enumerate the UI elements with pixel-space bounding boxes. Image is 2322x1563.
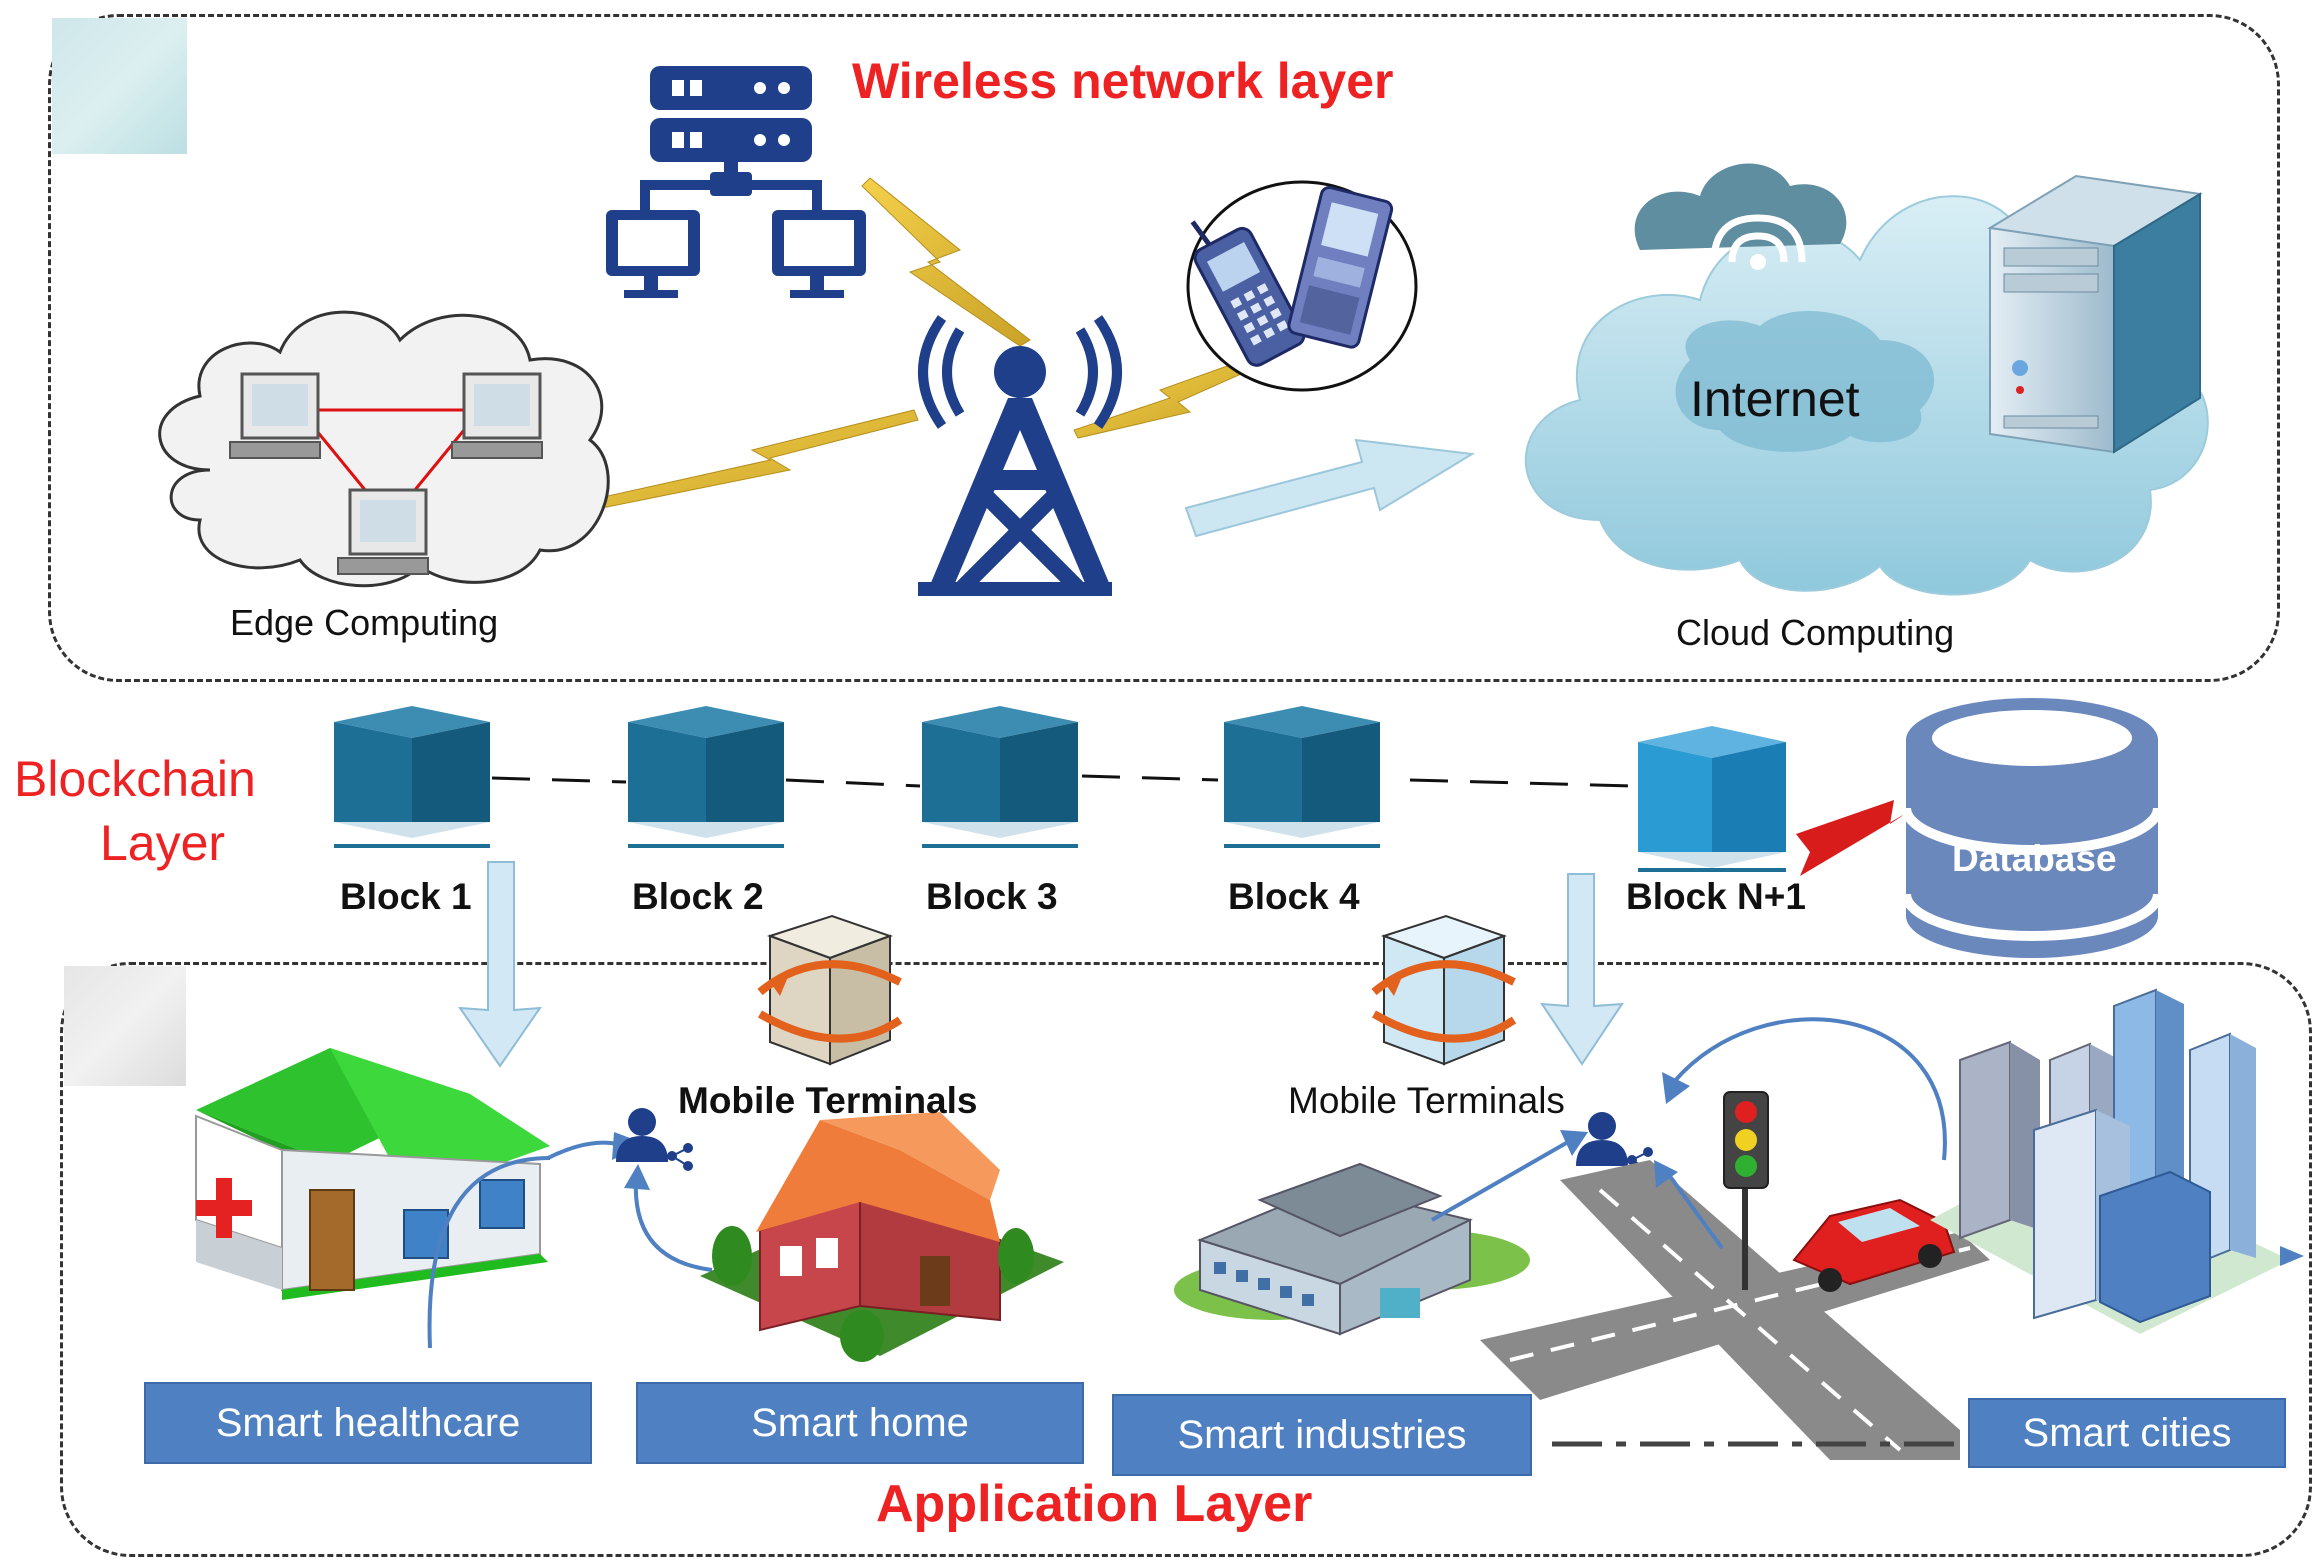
block-cube-1 [334,706,490,848]
application-region [60,962,2312,1557]
road-intersection [1480,1160,1990,1460]
block-label-4: Block 4 [1228,876,1360,917]
blockchain-links [491,774,1633,788]
house-icon [700,1112,1064,1362]
block-label-2: Block 2 [632,876,764,917]
smart-industries-caption: Smart industries [1112,1394,1532,1476]
city-skyline-icon [1930,988,2290,1334]
edge-computer-1 [229,372,321,459]
down-arrow-right [1540,873,1624,1066]
block-cube-3 [922,706,1078,848]
block-label-n-plus-1: Block N+1 [1626,876,1806,917]
mobile-terminal-cube-right [1371,914,1517,1066]
mobile-devices-icon [1186,180,1418,392]
block-label-1: Block 1 [340,876,472,917]
smart-home-caption: Smart home [636,1382,1084,1464]
edge-computer-2 [451,372,543,459]
user-share-icon-left [616,1108,693,1171]
cell-tower-icon [918,315,1122,596]
wireless-layer-title: Wireless network layer [852,53,1394,109]
arrow-traffic-to-terminal [1662,1166,1724,1250]
block-cube-n-plus-1 [1638,726,1786,872]
texture-patch-bottom [64,966,186,1086]
database-icon [1901,698,2163,958]
arrow-cities-to-terminal [1672,1017,1947,1161]
flow-arrow-to-cloud [1184,438,1475,538]
texture-patch-top [52,18,187,154]
mobile-terminals-label-left: Mobile Terminals [678,1080,978,1121]
right-edge-arrow [2280,1246,2304,1266]
mobile-terminal-cube-left [757,914,903,1066]
edge-computing-cloud [158,310,610,588]
arrow-industries-to-terminal [1431,1140,1569,1222]
cloud-server-icon [1987,174,2203,454]
arrow-home-to-terminal [633,1179,713,1272]
factory-icon [1174,1162,1530,1336]
block-cube-2 [628,706,784,848]
application-layer-title: Application Layer [876,1475,1313,1533]
internet-label: Internet [1690,371,1860,427]
arrow-healthcare-to-terminal [427,1156,551,1349]
car-icon [1792,1198,1956,1292]
blockchain-layer-title-line1: Blockchain [14,751,256,807]
edge-computing-label: Edge Computing [230,602,499,643]
smart-healthcare-caption: Smart healthcare [144,1382,592,1464]
traffic-light-icon [1723,1091,1769,1290]
down-arrow-left [457,861,543,1068]
wireless-network-region [48,14,2280,682]
database-label: Database [1952,838,2117,879]
edge-computer-3 [337,488,429,575]
hospital-icon [195,1048,550,1300]
blockchain-layer-title-line2: Layer [100,815,226,871]
mobile-terminals-label-right: Mobile Terminals [1288,1080,1565,1121]
database-link-bolt [1796,800,1908,876]
network-server-icon [606,66,866,298]
smart-cities-caption: Smart cities [1968,1398,2286,1468]
block-cube-4 [1224,706,1380,848]
cloud-computing-label: Cloud Computing [1676,612,1955,653]
block-label-3: Block 3 [926,876,1058,917]
